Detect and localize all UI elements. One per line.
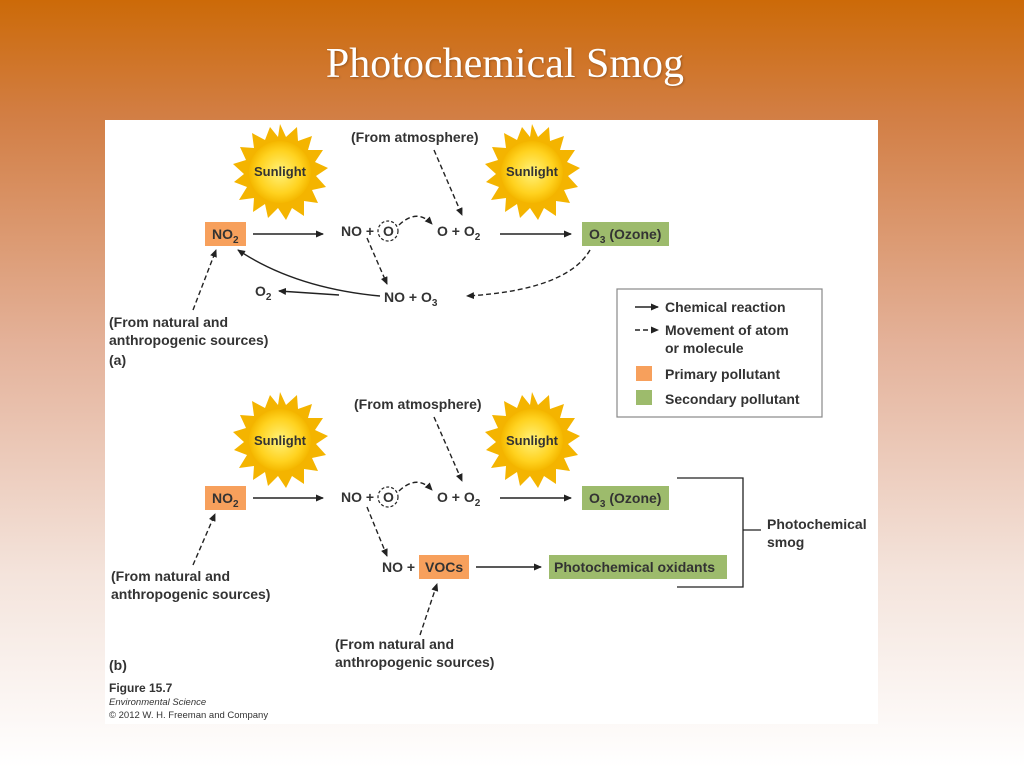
source-movement-arrow xyxy=(192,249,217,311)
legend: Chemical reaction Movement of atom or mo… xyxy=(616,288,823,418)
atmosphere-movement-arrow xyxy=(433,149,463,216)
from-natural-label: (From natural and xyxy=(111,568,230,584)
ozone-movement-arrow xyxy=(466,249,591,300)
ozone-label: O3 (Ozone) xyxy=(589,490,661,510)
legend-primary-pollutant: Primary pollutant xyxy=(665,366,780,382)
ozone-secondary-box xyxy=(582,222,669,246)
no-plus-label: NO + xyxy=(341,223,374,239)
o-atom-label: O xyxy=(383,223,394,239)
atom-movement-arrow xyxy=(398,215,433,226)
no-plus-label: NO + xyxy=(382,559,415,575)
from-natural-label: anthropogenic sources) xyxy=(111,586,270,602)
ozone-secondary-box xyxy=(582,486,669,510)
legend-chemical-reaction: Chemical reaction xyxy=(665,299,786,315)
no-movement-arrow xyxy=(366,506,388,557)
vocs-primary-box xyxy=(419,555,469,579)
sunlight-label: Sunlight xyxy=(254,433,307,448)
no-plus-label: NO + xyxy=(341,489,374,505)
no-movement-arrow xyxy=(366,237,388,285)
book-title: Environmental Science xyxy=(109,697,206,708)
photochemical-oxidants-label: Photochemical oxidants xyxy=(554,559,715,575)
o2-label: O2 xyxy=(255,283,272,303)
sunlight-label: Sunlight xyxy=(254,164,307,179)
ozone-label: O3 (Ozone) xyxy=(589,226,661,246)
smog-bracket xyxy=(677,477,744,588)
o-atom-circle xyxy=(377,486,399,508)
o-plus-o2-label: O + O2 xyxy=(437,489,481,509)
panel-b-label: (b) xyxy=(109,657,127,673)
panel-a-label: (a) xyxy=(109,352,126,368)
from-atmosphere-label: (From atmosphere) xyxy=(351,129,479,145)
figure-number: Figure 15.7 xyxy=(109,681,173,695)
from-atmosphere-label: (From atmosphere) xyxy=(354,396,482,412)
no2-primary-box xyxy=(205,486,246,510)
reaction-arrow xyxy=(278,287,340,296)
from-natural-label: anthropogenic sources) xyxy=(335,654,494,670)
atmosphere-movement-arrow xyxy=(433,416,463,482)
atom-movement-arrow xyxy=(398,481,433,492)
oxidants-secondary-box xyxy=(549,555,727,579)
o-atom-circle xyxy=(377,220,399,242)
legend-movement: or molecule xyxy=(665,340,744,356)
sunlight-label: Sunlight xyxy=(506,164,559,179)
no2-label: NO2 xyxy=(212,490,239,510)
no2-label: NO2 xyxy=(212,226,239,246)
no-plus-o3-label: NO + O3 xyxy=(384,289,438,309)
o-plus-o2-label: O + O2 xyxy=(437,223,481,243)
legend-secondary-pollutant: Secondary pollutant xyxy=(665,391,800,407)
smog-figure: Sunlight Sunlight (From atmosphere) NO2 … xyxy=(105,120,878,724)
source-movement-arrow xyxy=(419,583,439,636)
source-movement-arrow xyxy=(192,513,216,566)
photochemical-smog-label: Photochemical xyxy=(767,516,867,532)
copyright: © 2012 W. H. Freeman and Company xyxy=(109,710,268,721)
from-natural-label: anthropogenic sources) xyxy=(109,332,268,348)
reaction-arrow xyxy=(237,249,381,297)
legend-movement: Movement of atom xyxy=(665,322,789,338)
sunlight-label: Sunlight xyxy=(506,433,559,448)
smog-diagram: Sunlight Sunlight (From atmosphere) NO2 … xyxy=(109,124,867,721)
o-atom-label: O xyxy=(383,489,394,505)
vocs-label: VOCs xyxy=(425,559,463,575)
from-natural-label: (From natural and xyxy=(109,314,228,330)
slide-title: Photochemical Smog xyxy=(325,41,685,87)
photochemical-smog-label: smog xyxy=(767,534,804,550)
no2-primary-box xyxy=(205,222,246,246)
from-natural-label: (From natural and xyxy=(335,636,454,652)
